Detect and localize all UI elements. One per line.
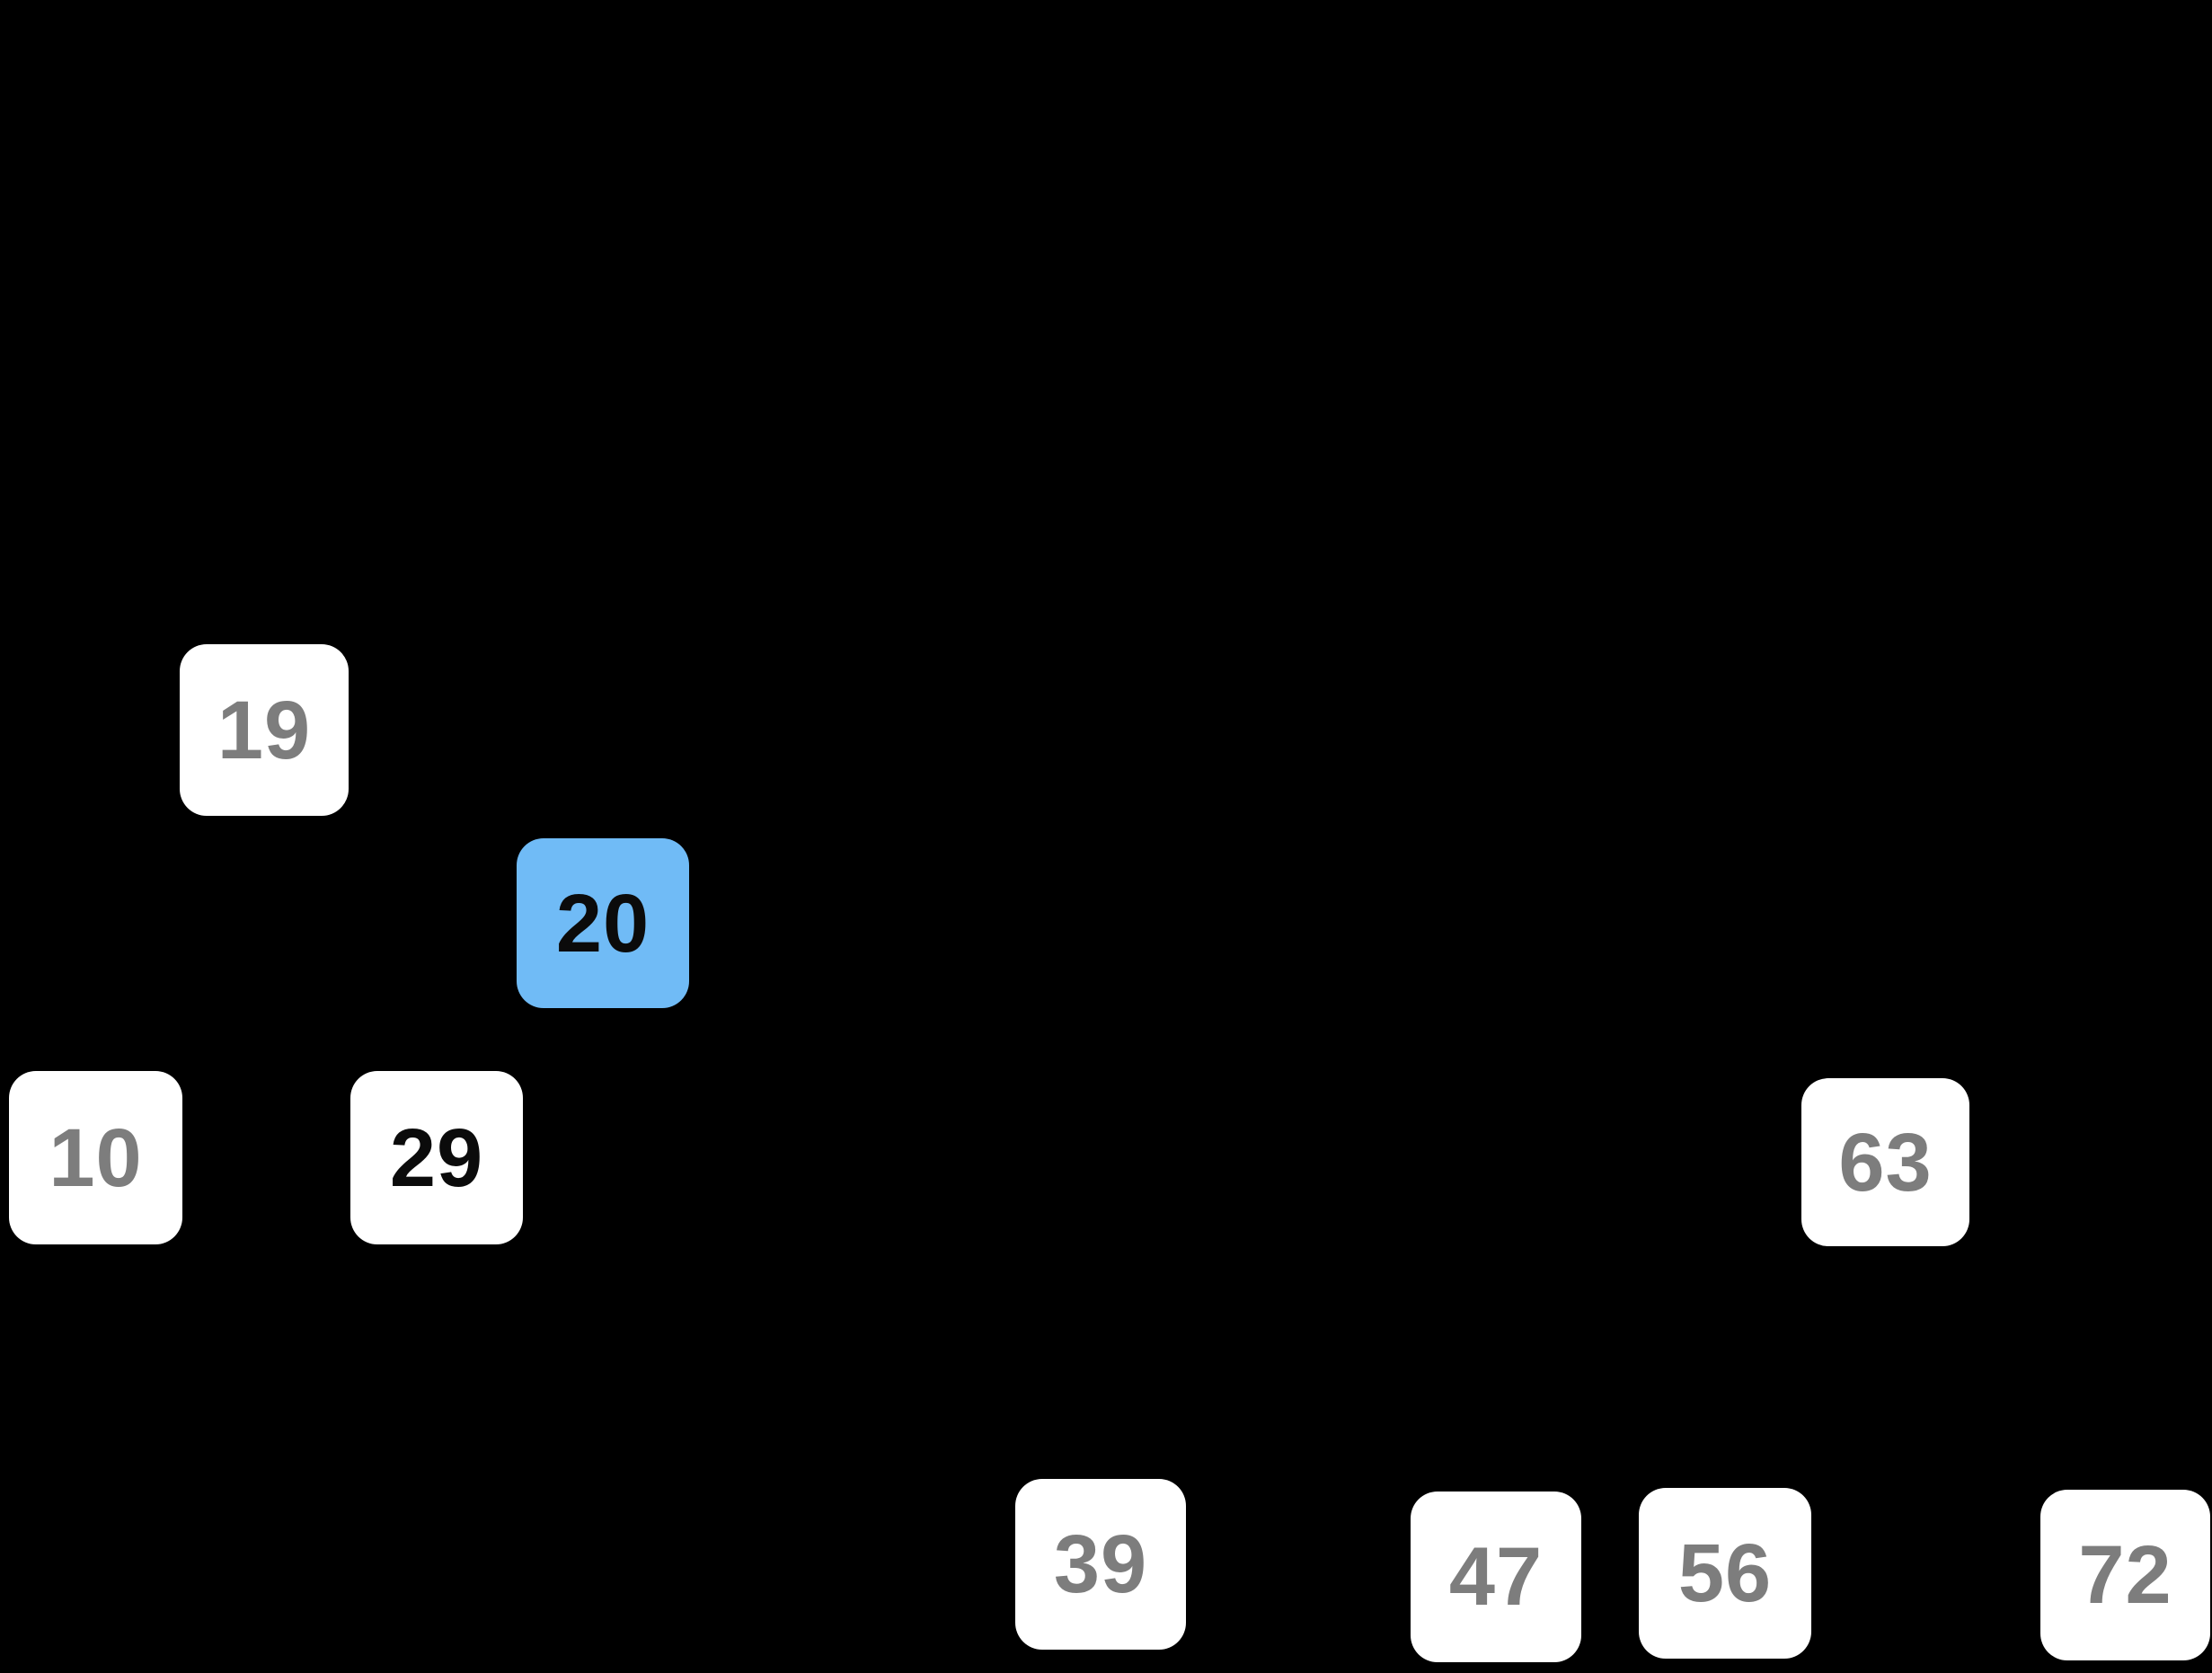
tree-node-47[interactable]: 47 (1411, 1492, 1581, 1662)
tree-node-56[interactable]: 56 (1639, 1488, 1811, 1659)
tree-node-20[interactable]: 20 (517, 838, 689, 1008)
tree-node-63[interactable]: 63 (1801, 1078, 1969, 1246)
tree-node-19[interactable]: 19 (180, 644, 349, 816)
tree-node-29[interactable]: 29 (350, 1071, 523, 1244)
tree-node-39[interactable]: 39 (1015, 1479, 1186, 1650)
tree-node-72[interactable]: 72 (2040, 1490, 2210, 1660)
tree-node-10[interactable]: 10 (9, 1071, 182, 1244)
